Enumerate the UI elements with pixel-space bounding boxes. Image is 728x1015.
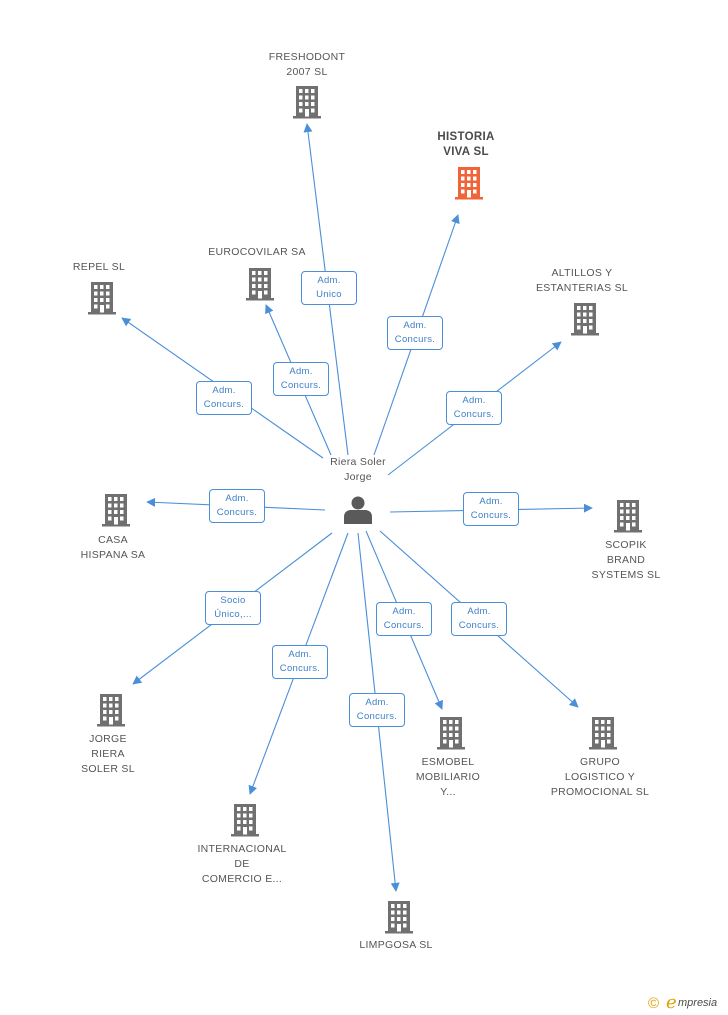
relation-badge-line: Concurs. [453, 409, 495, 420]
company-label-line: CASA [98, 534, 128, 546]
company-label-line: INTERNACIONAL [197, 843, 287, 855]
relation-badge-scopik[interactable]: Adm. Concurs. [463, 492, 519, 526]
building-icon[interactable] [246, 268, 274, 301]
relation-badge-altillos[interactable]: Adm. Concurs. [446, 391, 502, 425]
copyright-icon: © [648, 995, 660, 1012]
building-icon[interactable] [88, 282, 116, 315]
relation-badge-line: Adm. [479, 496, 503, 507]
building-icon[interactable] [571, 303, 599, 336]
company-label-line: PROMOCIONAL SL [550, 786, 650, 798]
relation-badge-line: Adm. [365, 697, 389, 708]
company-label-scopik[interactable]: SCOPIK BRAND SYSTEMS SL [546, 538, 706, 583]
relation-badge-line: Socio [220, 595, 246, 606]
company-label-line: LOGISTICO Y [564, 771, 636, 783]
building-icon[interactable] [293, 86, 321, 119]
person-icon[interactable] [344, 496, 372, 525]
building-icon[interactable] [385, 901, 413, 934]
relation-badge-line: Adm. [392, 606, 416, 617]
building-icon[interactable] [97, 694, 125, 727]
relation-badge-line: Adm. [225, 493, 249, 504]
company-label-line: SCOPIK [605, 539, 647, 551]
relation-badge-esmobel[interactable]: Adm. Concurs. [376, 602, 432, 636]
person-label-line: Jorge [344, 471, 372, 483]
company-label-line: SYSTEMS SL [591, 569, 661, 581]
company-label-line: GRUPO [579, 756, 620, 768]
building-icon[interactable] [455, 167, 483, 200]
relation-badge-line: Adm. [289, 366, 313, 377]
company-label-line: JORGE [89, 733, 127, 745]
person-label-line: Riera Soler [330, 456, 386, 468]
relation-badge-line: Concurs. [280, 380, 322, 391]
relation-badge-line: Concurs. [356, 711, 398, 722]
relation-badge-line: Adm. [462, 395, 486, 406]
company-label-line: RIERA [91, 748, 125, 760]
company-label-historia-viva[interactable]: HISTORIA VIVA SL [386, 130, 546, 160]
building-icon[interactable] [231, 804, 259, 837]
company-label-grupo-logistico[interactable]: GRUPO LOGISTICO Y PROMOCIONAL SL [520, 755, 680, 800]
company-label-line: DE [234, 858, 250, 870]
company-label-line: MOBILIARIO [415, 771, 481, 783]
company-label-altillos[interactable]: ALTILLOS Y ESTANTERIAS SL [502, 266, 662, 296]
relation-badge-repel[interactable]: Adm. Concurs. [196, 381, 252, 415]
company-label-limpgosa[interactable]: LIMPGOSA SL [316, 938, 476, 953]
company-label-line: EUROCOVILAR SA [208, 246, 306, 258]
building-icon[interactable] [614, 500, 642, 533]
brand-logo-text: mpresia [678, 997, 718, 1009]
company-label-line: VIVA SL [443, 146, 489, 158]
brand-logo-initial: e [666, 992, 677, 1013]
company-label-line: ESTANTERIAS SL [535, 282, 629, 294]
company-label-line: FRESHODONT [268, 51, 346, 63]
company-label-esmobel[interactable]: ESMOBEL MOBILIARIO Y... [368, 755, 528, 800]
relation-badge-line: Concurs. [458, 620, 500, 631]
company-label-internacional[interactable]: INTERNACIONAL DE COMERCIO E... [162, 842, 322, 887]
company-label-jorge-riera[interactable]: JORGE RIERA SOLER SL [28, 732, 188, 777]
company-label-line: HISPANA SA [80, 549, 146, 561]
relation-badge-historia-viva[interactable]: Adm. Concurs. [387, 316, 443, 350]
company-label-eurocovilar[interactable]: EUROCOVILAR SA [177, 245, 337, 260]
building-icon[interactable] [437, 717, 465, 750]
relation-badge-line: Adm. [467, 606, 491, 617]
relation-badge-line: Concurs. [216, 507, 258, 518]
company-label-line: REPEL SL [72, 261, 126, 273]
company-label-line: Y... [440, 786, 456, 798]
company-label-line: COMERCIO E... [201, 873, 283, 885]
relation-badge-grupo-logistico[interactable]: Adm. Concurs. [451, 602, 507, 636]
company-label-line: BRAND [606, 554, 646, 566]
relation-badge-line: Adm. [317, 275, 341, 286]
company-label-line: LIMPGOSA SL [359, 939, 433, 951]
relation-badge-line: Unico [316, 289, 342, 300]
relation-badge-line: Concurs. [383, 620, 425, 631]
building-icon[interactable] [589, 717, 617, 750]
relation-badge-line: Único,... [214, 609, 252, 620]
company-label-casa-hispana[interactable]: CASA HISPANA SA [33, 533, 193, 563]
building-icon[interactable] [102, 494, 130, 527]
company-label-repel[interactable]: REPEL SL [19, 260, 179, 275]
company-label-line: ALTILLOS Y [551, 267, 613, 279]
relation-badge-internacional[interactable]: Adm. Concurs. [272, 645, 328, 679]
company-label-freshodont[interactable]: FRESHODONT 2007 SL [227, 50, 387, 80]
relation-badge-line: Concurs. [203, 399, 245, 410]
relation-badge-casa-hispana[interactable]: Adm. Concurs. [209, 489, 265, 523]
company-label-line: ESMOBEL [421, 756, 475, 768]
relation-badge-line: Adm. [288, 649, 312, 660]
relation-badge-limpgosa[interactable]: Adm. Concurs. [349, 693, 405, 727]
company-label-line: 2007 SL [286, 66, 328, 78]
company-label-line: HISTORIA [437, 131, 495, 143]
relation-badge-line: Concurs. [470, 510, 512, 521]
relation-badge-line: Concurs. [279, 663, 321, 674]
relation-badge-line: Adm. [403, 320, 427, 331]
relation-badge-line: Adm. [212, 385, 236, 396]
company-label-line: SOLER SL [81, 763, 135, 775]
relation-badge-line: Concurs. [394, 334, 436, 345]
relation-badge-freshodont[interactable]: Adm. Unico [301, 271, 357, 305]
relation-badge-eurocovilar[interactable]: Adm. Concurs. [273, 362, 329, 396]
